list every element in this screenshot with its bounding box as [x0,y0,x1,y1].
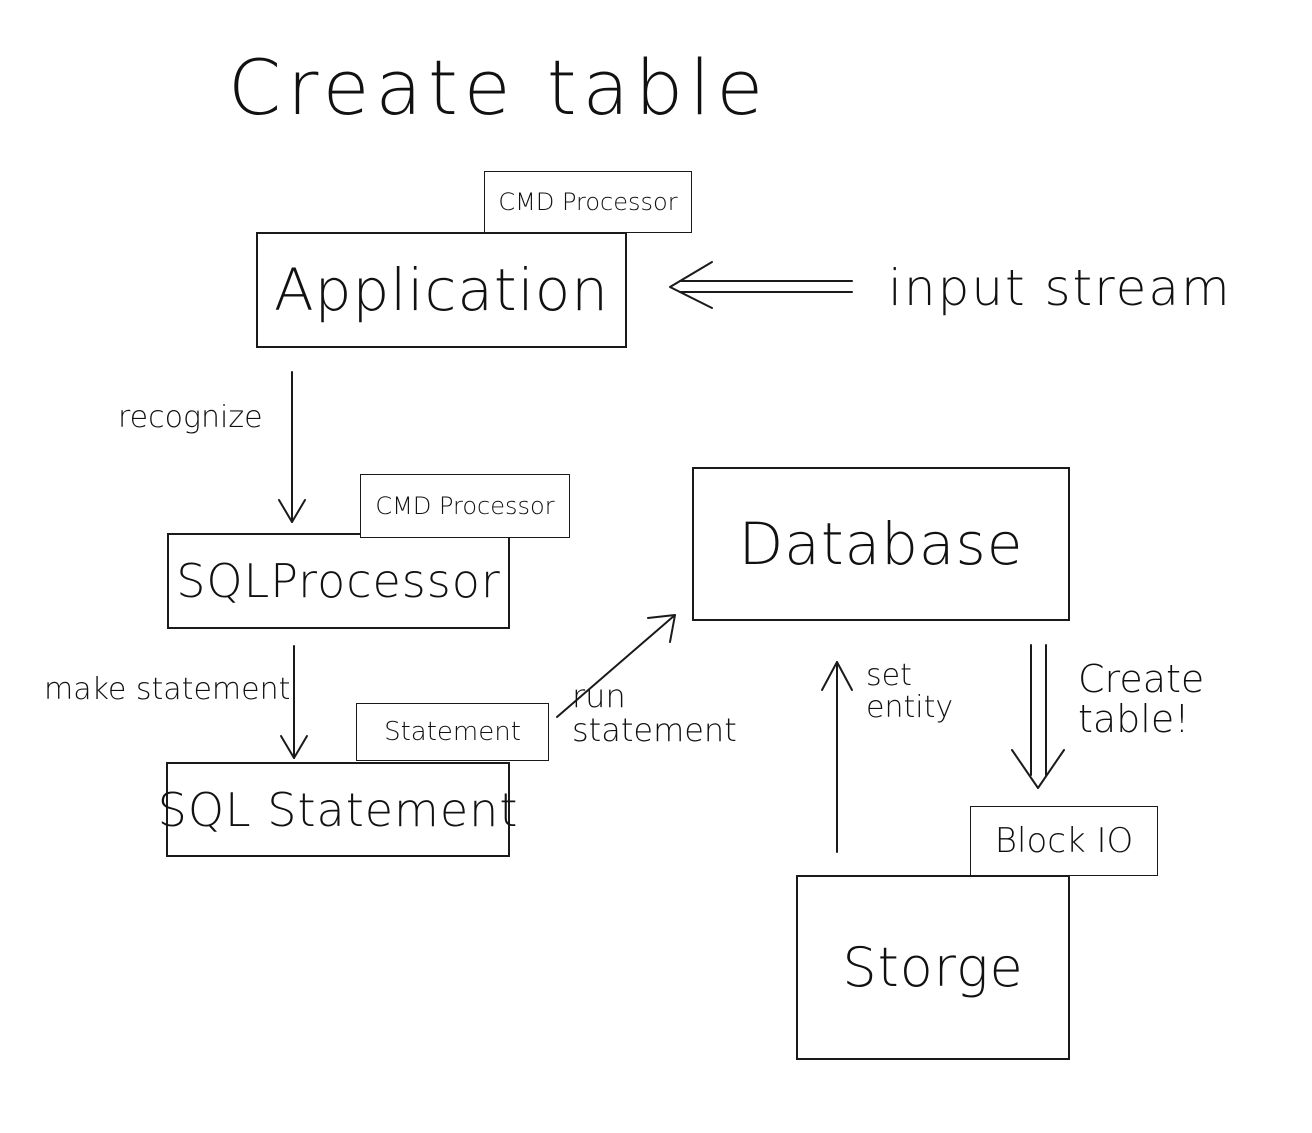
sql-processor-node-label: SQLProcessor [176,554,501,608]
run-statement-label: run statement [572,677,737,749]
run-statement-arrow [556,614,676,718]
statement-tag: Statement [356,703,549,761]
create-table-arrow [1011,644,1065,789]
database-node-label: Database [738,510,1024,578]
sql-statement-node-label: SQL Statement [157,782,519,837]
make-statement-label: make statement [44,672,291,707]
storage-node: Storge [796,875,1070,1060]
application-tag: CMD Processor [484,171,692,233]
recognize-arrow [278,371,306,523]
statement-tag-label: Statement [384,717,521,747]
application-node-label: Application [273,256,610,324]
set-entity-arrow [821,661,853,853]
sql-processor-tag-label: CMD Processor [375,492,555,520]
create-table-label: Create table! [1078,657,1205,741]
application-node: Application [256,232,627,348]
database-node: Database [692,467,1070,621]
diagram-title: Create table [228,43,770,132]
input-stream-arrow [669,261,853,309]
make-statement-arrow [280,645,308,759]
sql-processor-node: SQLProcessor [167,533,510,629]
block-io-tag: Block IO [970,806,1158,876]
sql-processor-tag: CMD Processor [360,474,570,538]
set-entity-label: set entity [866,658,954,725]
application-tag-label: CMD Processor [498,188,678,216]
sql-statement-node: SQL Statement [158,762,517,857]
recognize-label: recognize [118,400,263,435]
input-stream-label: input stream [888,259,1232,317]
block-io-tag-label: Block IO [994,821,1134,861]
storage-node-label: Storge [842,936,1024,999]
